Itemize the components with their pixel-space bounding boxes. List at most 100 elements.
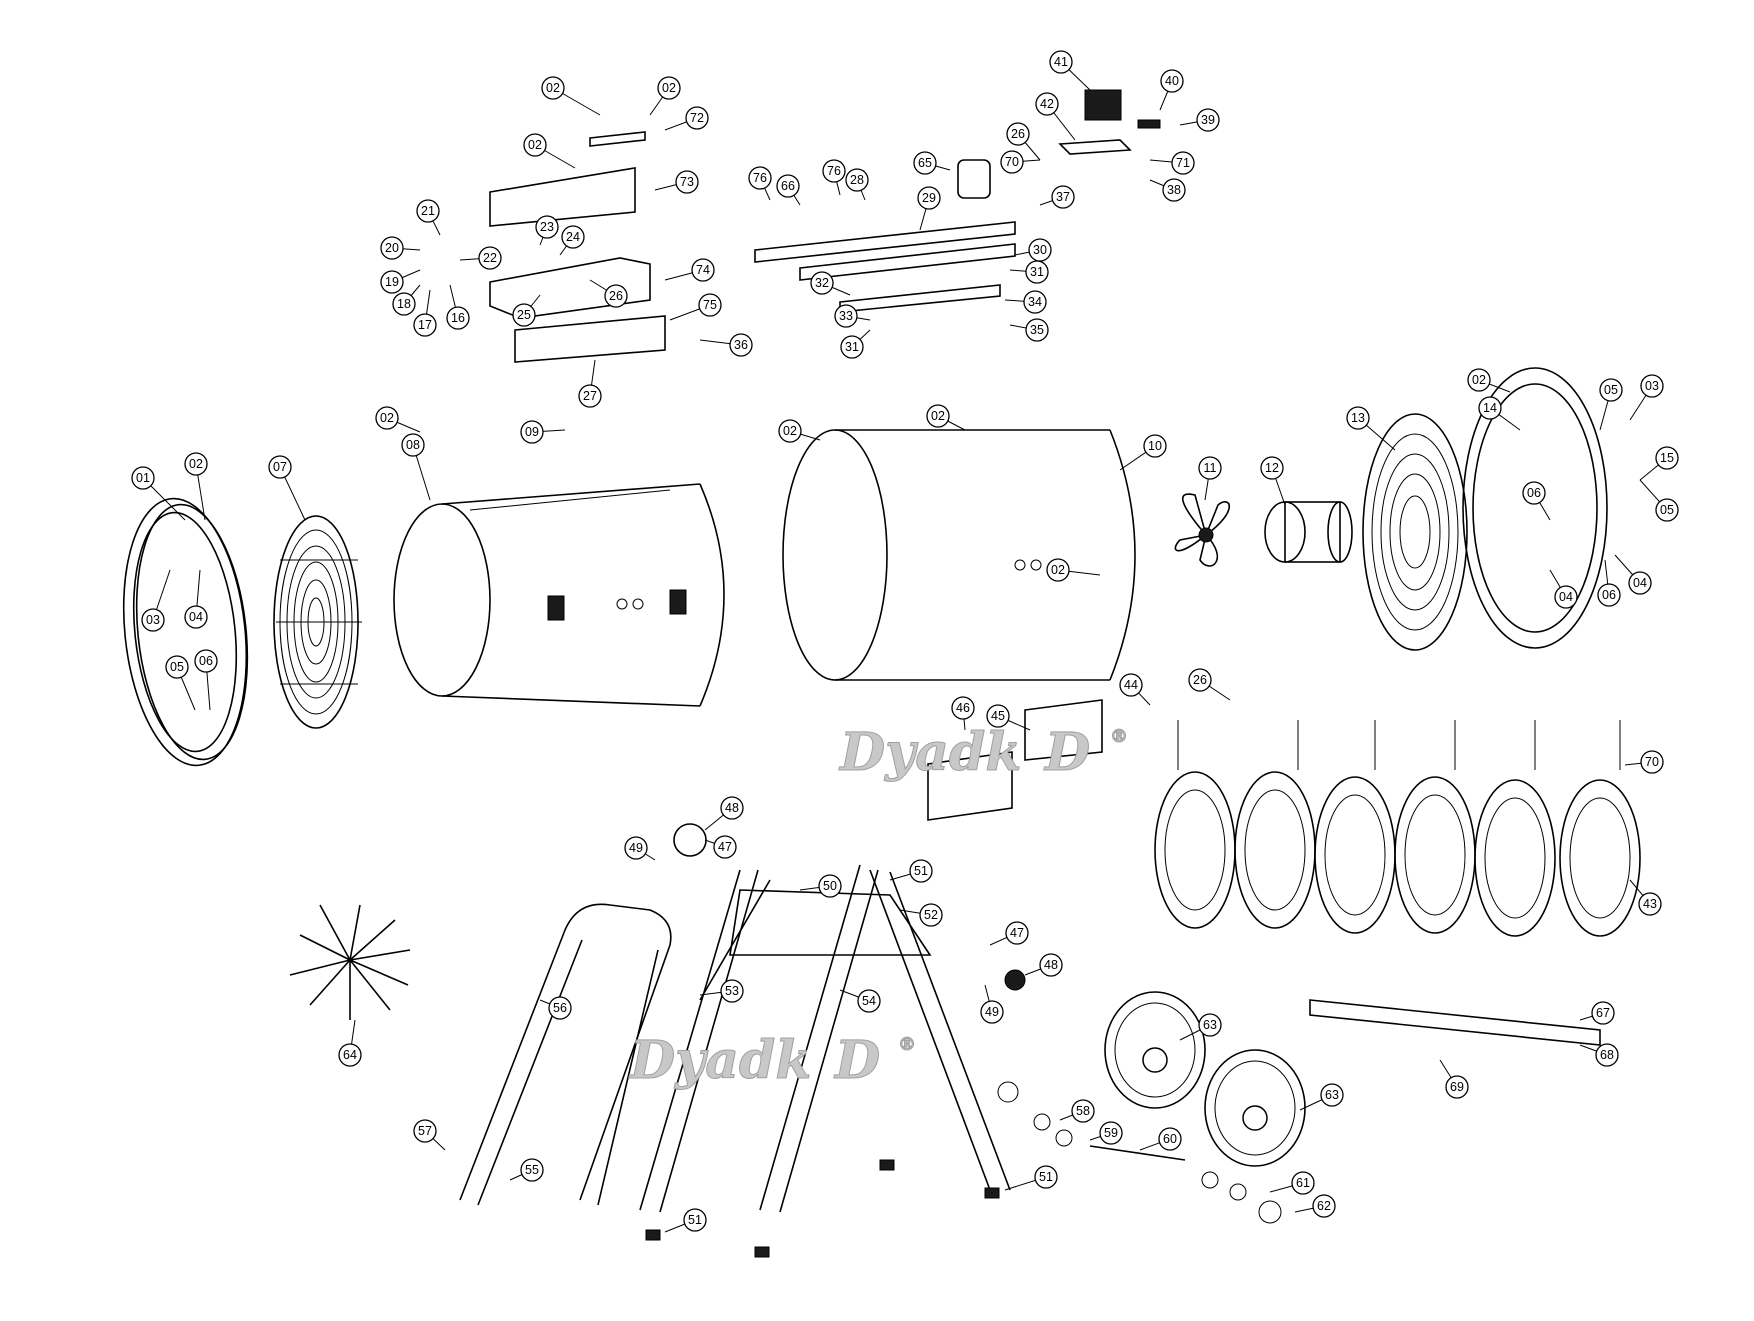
callout-circle [1640,750,1664,774]
callout-circle [1000,150,1024,174]
part-callout-54: 54 [857,989,881,1013]
watermarks: Dyadk D ® Dyadk D ® [628,722,1129,1092]
callout-circle [986,704,1010,728]
callout-circle [1599,378,1623,402]
part-callout-73: 73 [675,170,699,194]
callout-circle [776,174,800,198]
callout-label: 68 [1600,1048,1614,1062]
part-callout-50: 50 [818,874,842,898]
callout-circle [1162,178,1186,202]
callout-label: 49 [985,1005,999,1019]
part-callout-56: 56 [548,996,572,1020]
part-callout-48: 48 [720,796,744,820]
callout-label: 14 [1483,401,1497,415]
part-callout-21: 21 [416,199,440,223]
callout-circle [1312,1194,1336,1218]
callout-circle [683,1208,707,1232]
callout-circle [604,284,628,308]
callout-circle [520,420,544,444]
part-callout-27: 27 [578,384,602,408]
part-callout-65: 65 [913,151,937,175]
part-callout-62: 62 [1312,1194,1336,1218]
callout-circle [1160,69,1184,93]
callout-label: 51 [1039,1170,1053,1184]
callout-label: 53 [725,984,739,998]
part-callout-04: 04 [1554,585,1578,609]
part-callout-40: 40 [1160,69,1184,93]
callout-label: 49 [629,841,643,855]
callout-circle [1171,151,1195,175]
callout-circle [1198,1013,1222,1037]
callout-label: 02 [380,411,394,425]
part-callout-11: 11 [1198,456,1222,480]
callout-circle [919,903,943,927]
callout-circle [913,151,937,175]
part-callout-36: 36 [729,333,753,357]
callout-label: 50 [823,879,837,893]
callout-label: 76 [753,171,767,185]
callout-label: 02 [783,424,797,438]
callout-circle [685,106,709,130]
callout-label: 44 [1124,678,1138,692]
callout-circle [845,168,869,192]
callout-circle [778,419,802,443]
part-callout-13: 13 [1346,406,1370,430]
part-callout-24: 24 [561,225,585,249]
callout-label: 02 [1051,563,1065,577]
part-callout-41: 41 [1049,50,1073,74]
motor [1264,501,1353,563]
stand-frame [459,864,1011,1213]
part-callout-74: 74 [691,258,715,282]
watermark-bottom-reg: ® [898,1034,916,1055]
callout-label: 23 [540,220,554,234]
terminal-plates [927,699,1103,821]
callout-circle [1023,290,1047,314]
callout-circle [818,874,842,898]
callout-label: 15 [1660,451,1674,465]
callout-circle [141,608,165,632]
callout-circle [1035,92,1059,116]
part-callout-63: 63 [1198,1013,1222,1037]
watermark-top-reg: ® [1110,726,1128,747]
callout-label: 04 [1559,590,1573,604]
callout-label: 22 [483,251,497,265]
callout-circle [578,384,602,408]
mounting-rail [1309,999,1601,1046]
callout-circle [541,76,565,100]
part-callout-02: 02 [926,404,950,428]
callout-circle [1158,1127,1182,1151]
callout-circle [840,335,864,359]
callout-circle [624,836,648,860]
callout-label: 02 [662,81,676,95]
callout-label: 64 [343,1048,357,1062]
callout-label: 26 [1011,127,1025,141]
part-callout-33: 33 [834,304,858,328]
callout-circle [512,303,536,327]
part-callout-02: 02 [657,76,681,100]
part-callout-57: 57 [413,1119,437,1143]
callout-circle [1196,108,1220,132]
callout-circle [446,306,470,330]
callout-label: 24 [566,230,580,244]
callout-label: 41 [1054,55,1068,69]
callout-circle [1346,406,1370,430]
callout-label: 17 [418,318,432,332]
callout-circle [1025,260,1049,284]
callout-circle [520,1158,544,1182]
part-callout-46: 46 [951,696,975,720]
callout-label: 02 [1472,373,1486,387]
callout-circle [1025,318,1049,342]
part-callout-18: 18 [392,292,416,316]
part-callout-03: 03 [141,608,165,632]
part-callout-02: 02 [778,419,802,443]
callout-label: 61 [1296,1176,1310,1190]
callout-circle [729,333,753,357]
part-callout-52: 52 [919,903,943,927]
rear-ring [122,497,249,767]
callout-label: 25 [517,308,531,322]
callout-label: 71 [1176,156,1190,170]
callout-label: 43 [1643,897,1657,911]
callout-circle [380,236,404,260]
callout-circle [713,835,737,859]
